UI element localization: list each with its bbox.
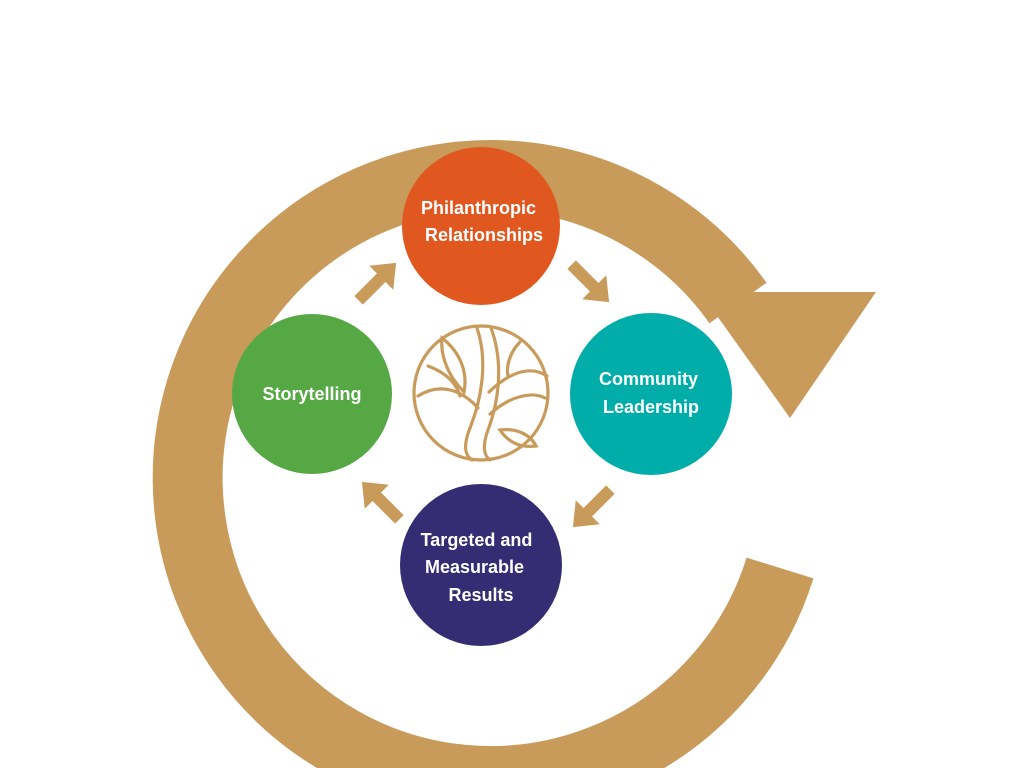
arrow-community-to-results-icon: [572, 485, 615, 528]
node-label: Measurable: [425, 557, 524, 577]
node-label: Targeted and: [421, 530, 533, 550]
svg-text:Community Leadership: Community Leadership: [599, 369, 703, 417]
arrow-storytelling-to-philanthropic-icon: [354, 262, 397, 305]
arrow-results-to-storytelling-icon: [361, 481, 404, 524]
node-community-leadership: Community Leadership: [570, 313, 732, 475]
svg-text:Philanthropic Relationsh: Philanthropic Relationships: [421, 198, 543, 245]
svg-text:Storytelling: Storytelling: [262, 384, 361, 404]
node-targeted-measurable-results: Targeted and Measurable Results: [400, 484, 562, 646]
node-label: Leadership: [603, 397, 699, 417]
node-label: Storytelling: [262, 384, 361, 404]
node-label: Philanthropic: [421, 198, 536, 218]
svg-text:Targeted and Measurable: Targeted and Measurable Results: [421, 530, 538, 605]
arrow-philanthropic-to-community-icon: [567, 260, 610, 303]
connector-arrows: [354, 260, 615, 528]
node-storytelling: Storytelling: [232, 314, 392, 474]
tree-logo-icon: [412, 324, 550, 462]
ring-arrowhead-icon: [700, 292, 876, 418]
node-philanthropic-relationships: Philanthropic Relationships: [402, 147, 560, 305]
ring-label-text: Culture of Belonging: [366, 669, 612, 721]
ring-label: Culture of Belonging: [366, 669, 612, 721]
node-label: Relationships: [425, 225, 543, 245]
node-label: Results: [448, 585, 513, 605]
node-label: Community: [599, 369, 698, 389]
